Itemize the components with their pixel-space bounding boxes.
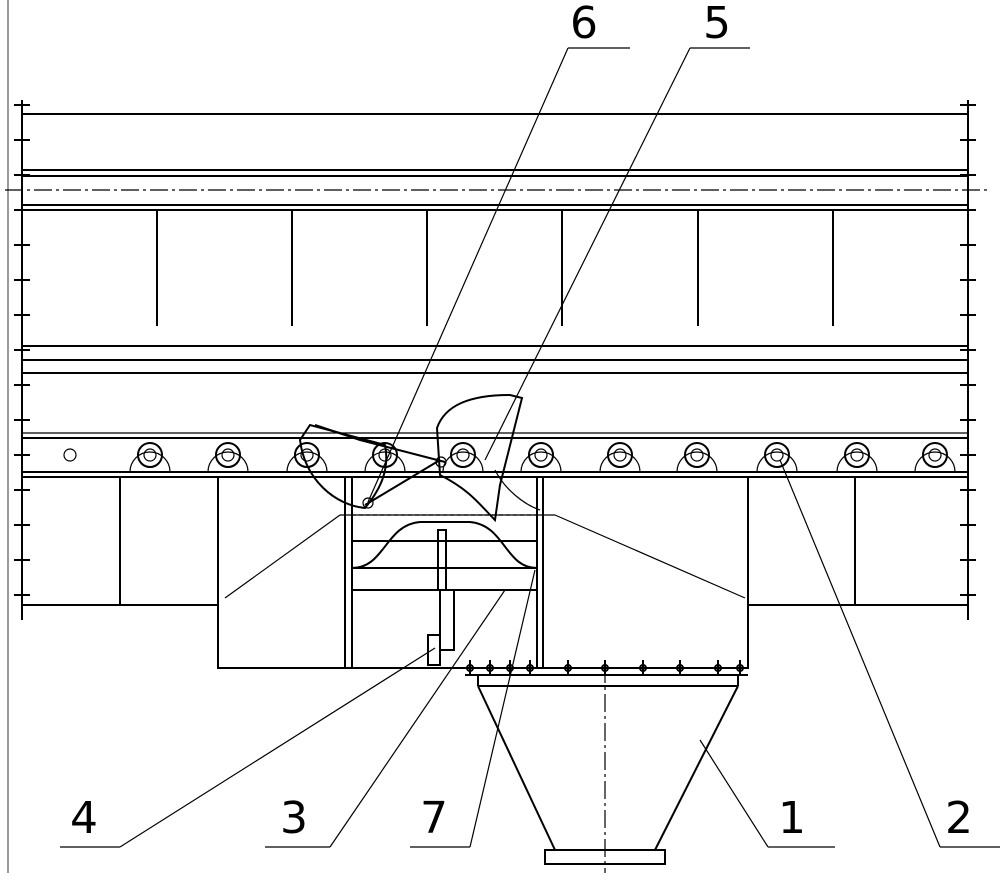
roller-chain <box>22 437 968 478</box>
leaders <box>60 47 1000 848</box>
discharge-chute <box>477 665 739 873</box>
lower-frame <box>22 477 968 676</box>
callout-4: 4 <box>70 793 98 844</box>
flap-mechanism <box>298 393 541 523</box>
end-plates <box>7 0 976 873</box>
upper-frame <box>5 113 990 434</box>
callout-2: 2 <box>945 793 973 844</box>
callout-5: 5 <box>703 0 731 49</box>
callout-6: 6 <box>570 0 598 49</box>
callout-labels: 6 5 2 1 7 3 4 <box>70 0 973 844</box>
callout-7: 7 <box>420 793 448 844</box>
callout-1: 1 <box>778 793 806 844</box>
callout-3: 3 <box>280 793 308 844</box>
